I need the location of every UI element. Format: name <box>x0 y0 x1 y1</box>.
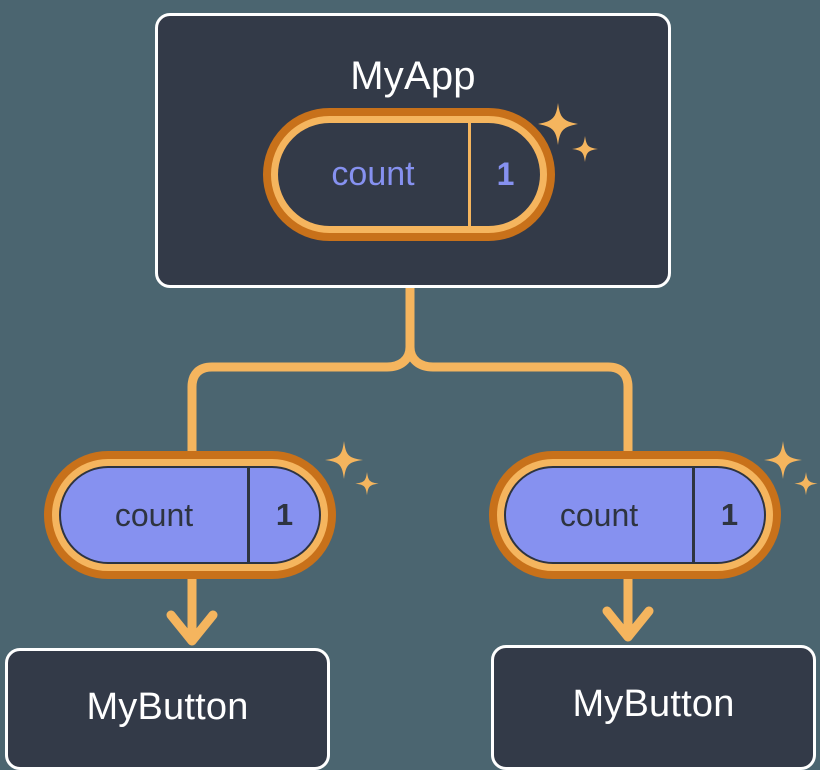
wire-root-to-children <box>187 283 633 461</box>
state-pill-child-right-inner: count 1 <box>504 466 766 564</box>
four-point-star-small-icon <box>794 472 818 496</box>
four-point-star-icon <box>325 441 363 479</box>
state-key-label: count <box>331 155 415 193</box>
state-value-label: 1 <box>247 468 319 562</box>
four-point-star-icon <box>764 441 802 479</box>
state-value-label: 1 <box>468 123 540 226</box>
state-pill-child-right[interactable]: count 1 <box>489 451 781 579</box>
four-point-star-small-icon <box>355 472 379 496</box>
arrow-left-pill-to-button <box>166 574 218 646</box>
child-component-card-left[interactable]: MyButton <box>5 648 330 770</box>
page-title: MyApp <box>350 54 476 98</box>
state-key-label: count <box>114 496 194 533</box>
child-component-card-right[interactable]: MyButton <box>491 645 816 770</box>
state-value-label: 1 <box>692 468 764 562</box>
child-component-title: MyButton <box>86 686 249 728</box>
arrow-right-pill-to-button <box>602 574 654 642</box>
state-pill-root[interactable]: count 1 <box>263 108 555 241</box>
state-pill-root-inner: count 1 <box>278 123 540 226</box>
state-pill-child-left-inner: count 1 <box>59 466 321 564</box>
child-component-title: MyButton <box>572 683 735 725</box>
state-key-label: count <box>559 496 639 533</box>
state-pill-child-left[interactable]: count 1 <box>44 451 336 579</box>
